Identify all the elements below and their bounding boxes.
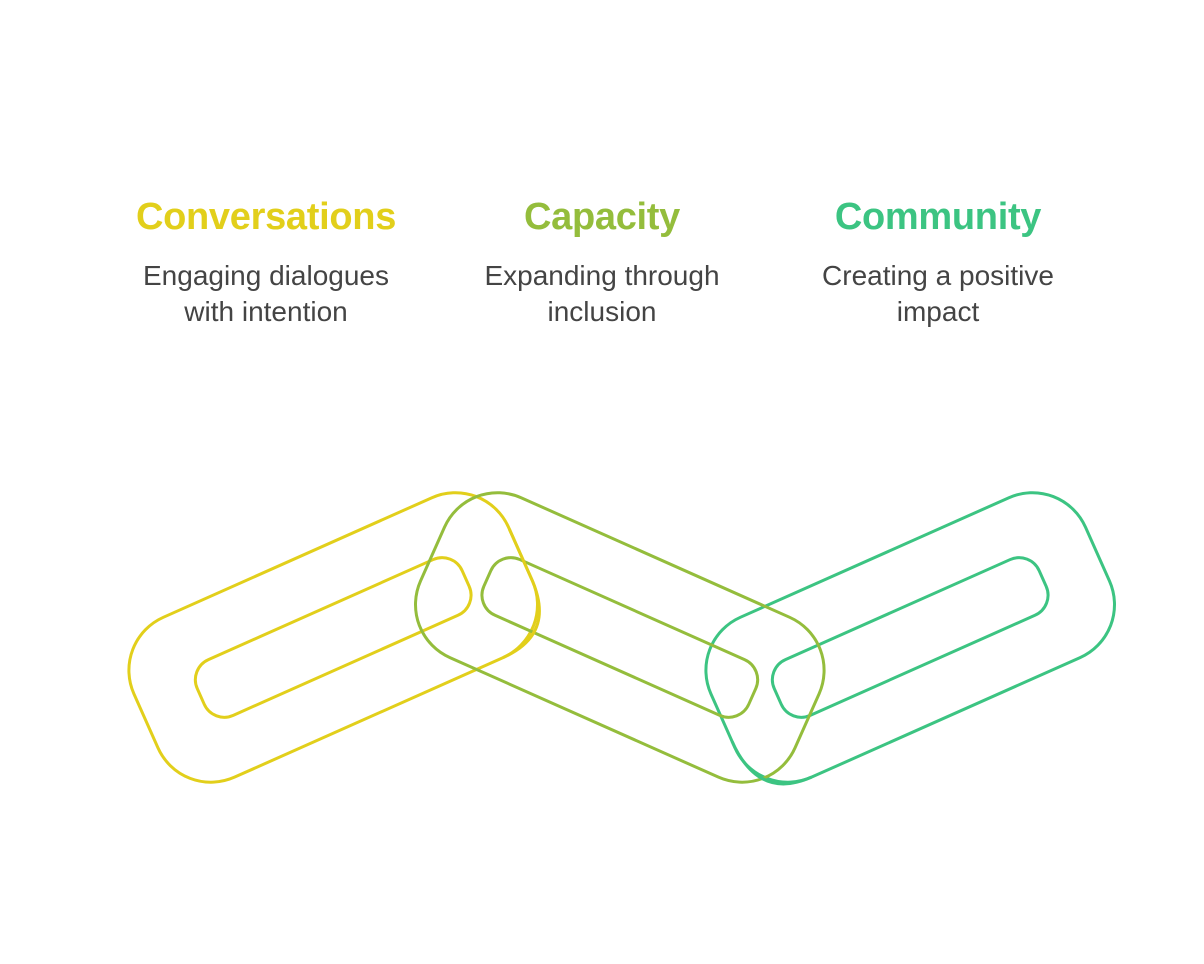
conversations-overlap-segment xyxy=(502,528,541,659)
conversations-description: Engaging dialogues with intention xyxy=(143,260,389,327)
conversations-column: Conversations Engaging dialogues with in… xyxy=(106,190,426,330)
community-title: Community xyxy=(834,196,1042,238)
conversations-link-overlap xyxy=(502,528,541,659)
capacity-title: Capacity xyxy=(523,196,680,238)
conversations-chain-link xyxy=(127,491,539,784)
capacity-link-outer xyxy=(414,491,826,784)
community-link-inner xyxy=(770,556,1050,719)
conversations-link-inner xyxy=(193,556,473,719)
capacity-chain-link xyxy=(414,491,826,784)
conversations-title: Conversations xyxy=(135,196,397,238)
community-link-overlap xyxy=(730,740,813,786)
conversations-link-outer xyxy=(127,491,539,784)
capacity-description: Expanding through inclusion xyxy=(484,260,720,327)
capacity-link-inner xyxy=(480,556,760,719)
community-description: Creating a positive impact xyxy=(822,260,1054,327)
community-link-outer xyxy=(704,491,1116,784)
community-chain-link xyxy=(704,491,1116,784)
community-column: Community Creating a positive impact xyxy=(778,190,1098,330)
capacity-column: Capacity Expanding through inclusion xyxy=(442,190,762,330)
community-overlap-segment xyxy=(730,740,813,786)
